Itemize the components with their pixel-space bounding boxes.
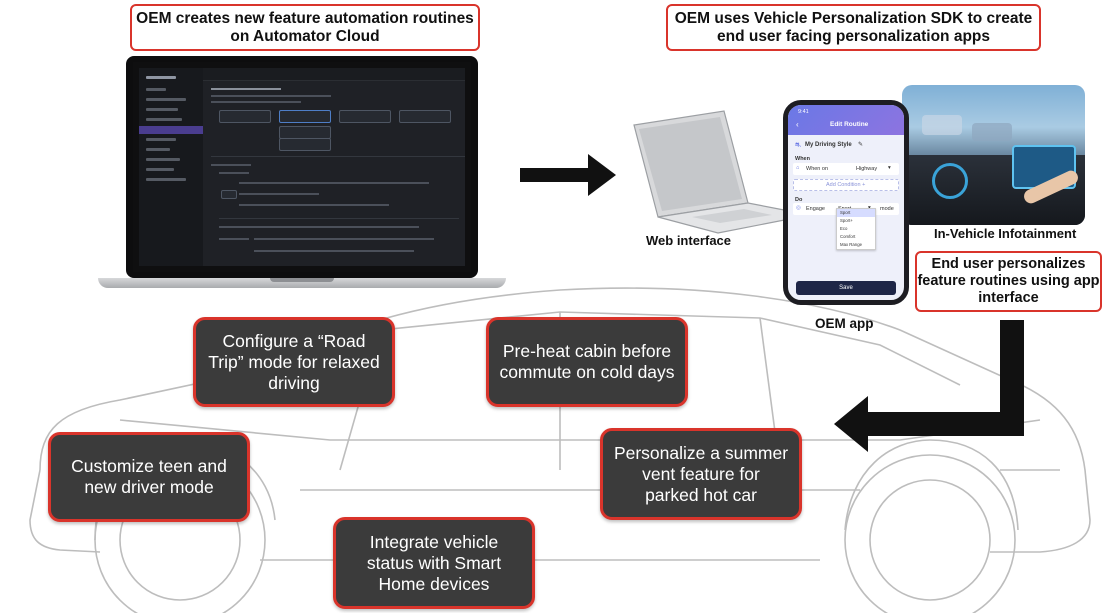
phone-time: 9:41 xyxy=(798,109,809,115)
infotainment-photo xyxy=(902,85,1085,225)
callout-oem-creates-routines: OEM creates new feature automation routi… xyxy=(130,4,480,51)
routine-icon: ⛐ xyxy=(795,142,802,149)
do-label: Do xyxy=(795,197,803,203)
label-oem-app: OEM app xyxy=(815,316,874,331)
do-action: Engage xyxy=(806,206,825,212)
bubble-smart-home: Integrate vehicle status with Smart Home… xyxy=(333,517,535,609)
bubble-preheat-cabin: Pre-heat cabin before commute on cold da… xyxy=(486,317,688,407)
mode-option[interactable]: Eco xyxy=(840,226,848,231)
do-suffix: mode xyxy=(880,206,894,212)
oem-app-phone: 9:41 ‹ Edit Routine ⛐ My Driving Style ✎… xyxy=(783,100,909,305)
web-laptop-illustration xyxy=(633,110,811,234)
mode-option[interactable]: Sport xyxy=(837,209,875,217)
automator-cloud-screen xyxy=(133,62,471,272)
callout-oem-uses-sdk: OEM uses Vehicle Personalization SDK to … xyxy=(666,4,1041,51)
home-icon: ⌂ xyxy=(796,165,800,171)
edit-pencil-icon[interactable]: ✎ xyxy=(858,142,864,148)
label-in-vehicle-infotainment: In-Vehicle Infotainment xyxy=(934,226,1077,241)
elbow-arrow-icon xyxy=(834,320,1024,452)
when-chevron-down-icon[interactable]: ▾ xyxy=(888,165,891,171)
mode-option[interactable]: Comfort xyxy=(840,234,856,239)
when-label: When xyxy=(795,156,810,162)
bubble-summer-vent: Personalize a summer vent feature for pa… xyxy=(600,428,802,520)
callout-end-user-personalizes: End user personalizes feature routines u… xyxy=(915,251,1102,312)
when-value-select[interactable]: Highway xyxy=(856,166,878,172)
phone-title: Edit Routine xyxy=(830,121,869,128)
routine-name: My Driving Style xyxy=(805,142,852,148)
bubble-road-trip-mode: Configure a “Road Trip” mode for relaxed… xyxy=(193,317,395,407)
label-web-interface: Web interface xyxy=(646,233,732,248)
engage-icon: ◎ xyxy=(796,205,801,211)
mode-option[interactable]: Max Range xyxy=(840,242,862,247)
back-chevron-icon[interactable]: ‹ xyxy=(796,120,799,129)
bubble-teen-driver-mode: Customize teen and new driver mode xyxy=(48,432,250,522)
add-condition-button[interactable]: Add Condition + xyxy=(826,182,866,188)
mode-dropdown[interactable]: Sport Sport+ Eco Comfort Max Range xyxy=(836,208,876,250)
mode-option[interactable]: Sport+ xyxy=(840,218,853,223)
when-condition: When on xyxy=(806,166,829,172)
save-button[interactable]: Save xyxy=(796,281,896,295)
arrow-right-icon xyxy=(520,154,616,196)
